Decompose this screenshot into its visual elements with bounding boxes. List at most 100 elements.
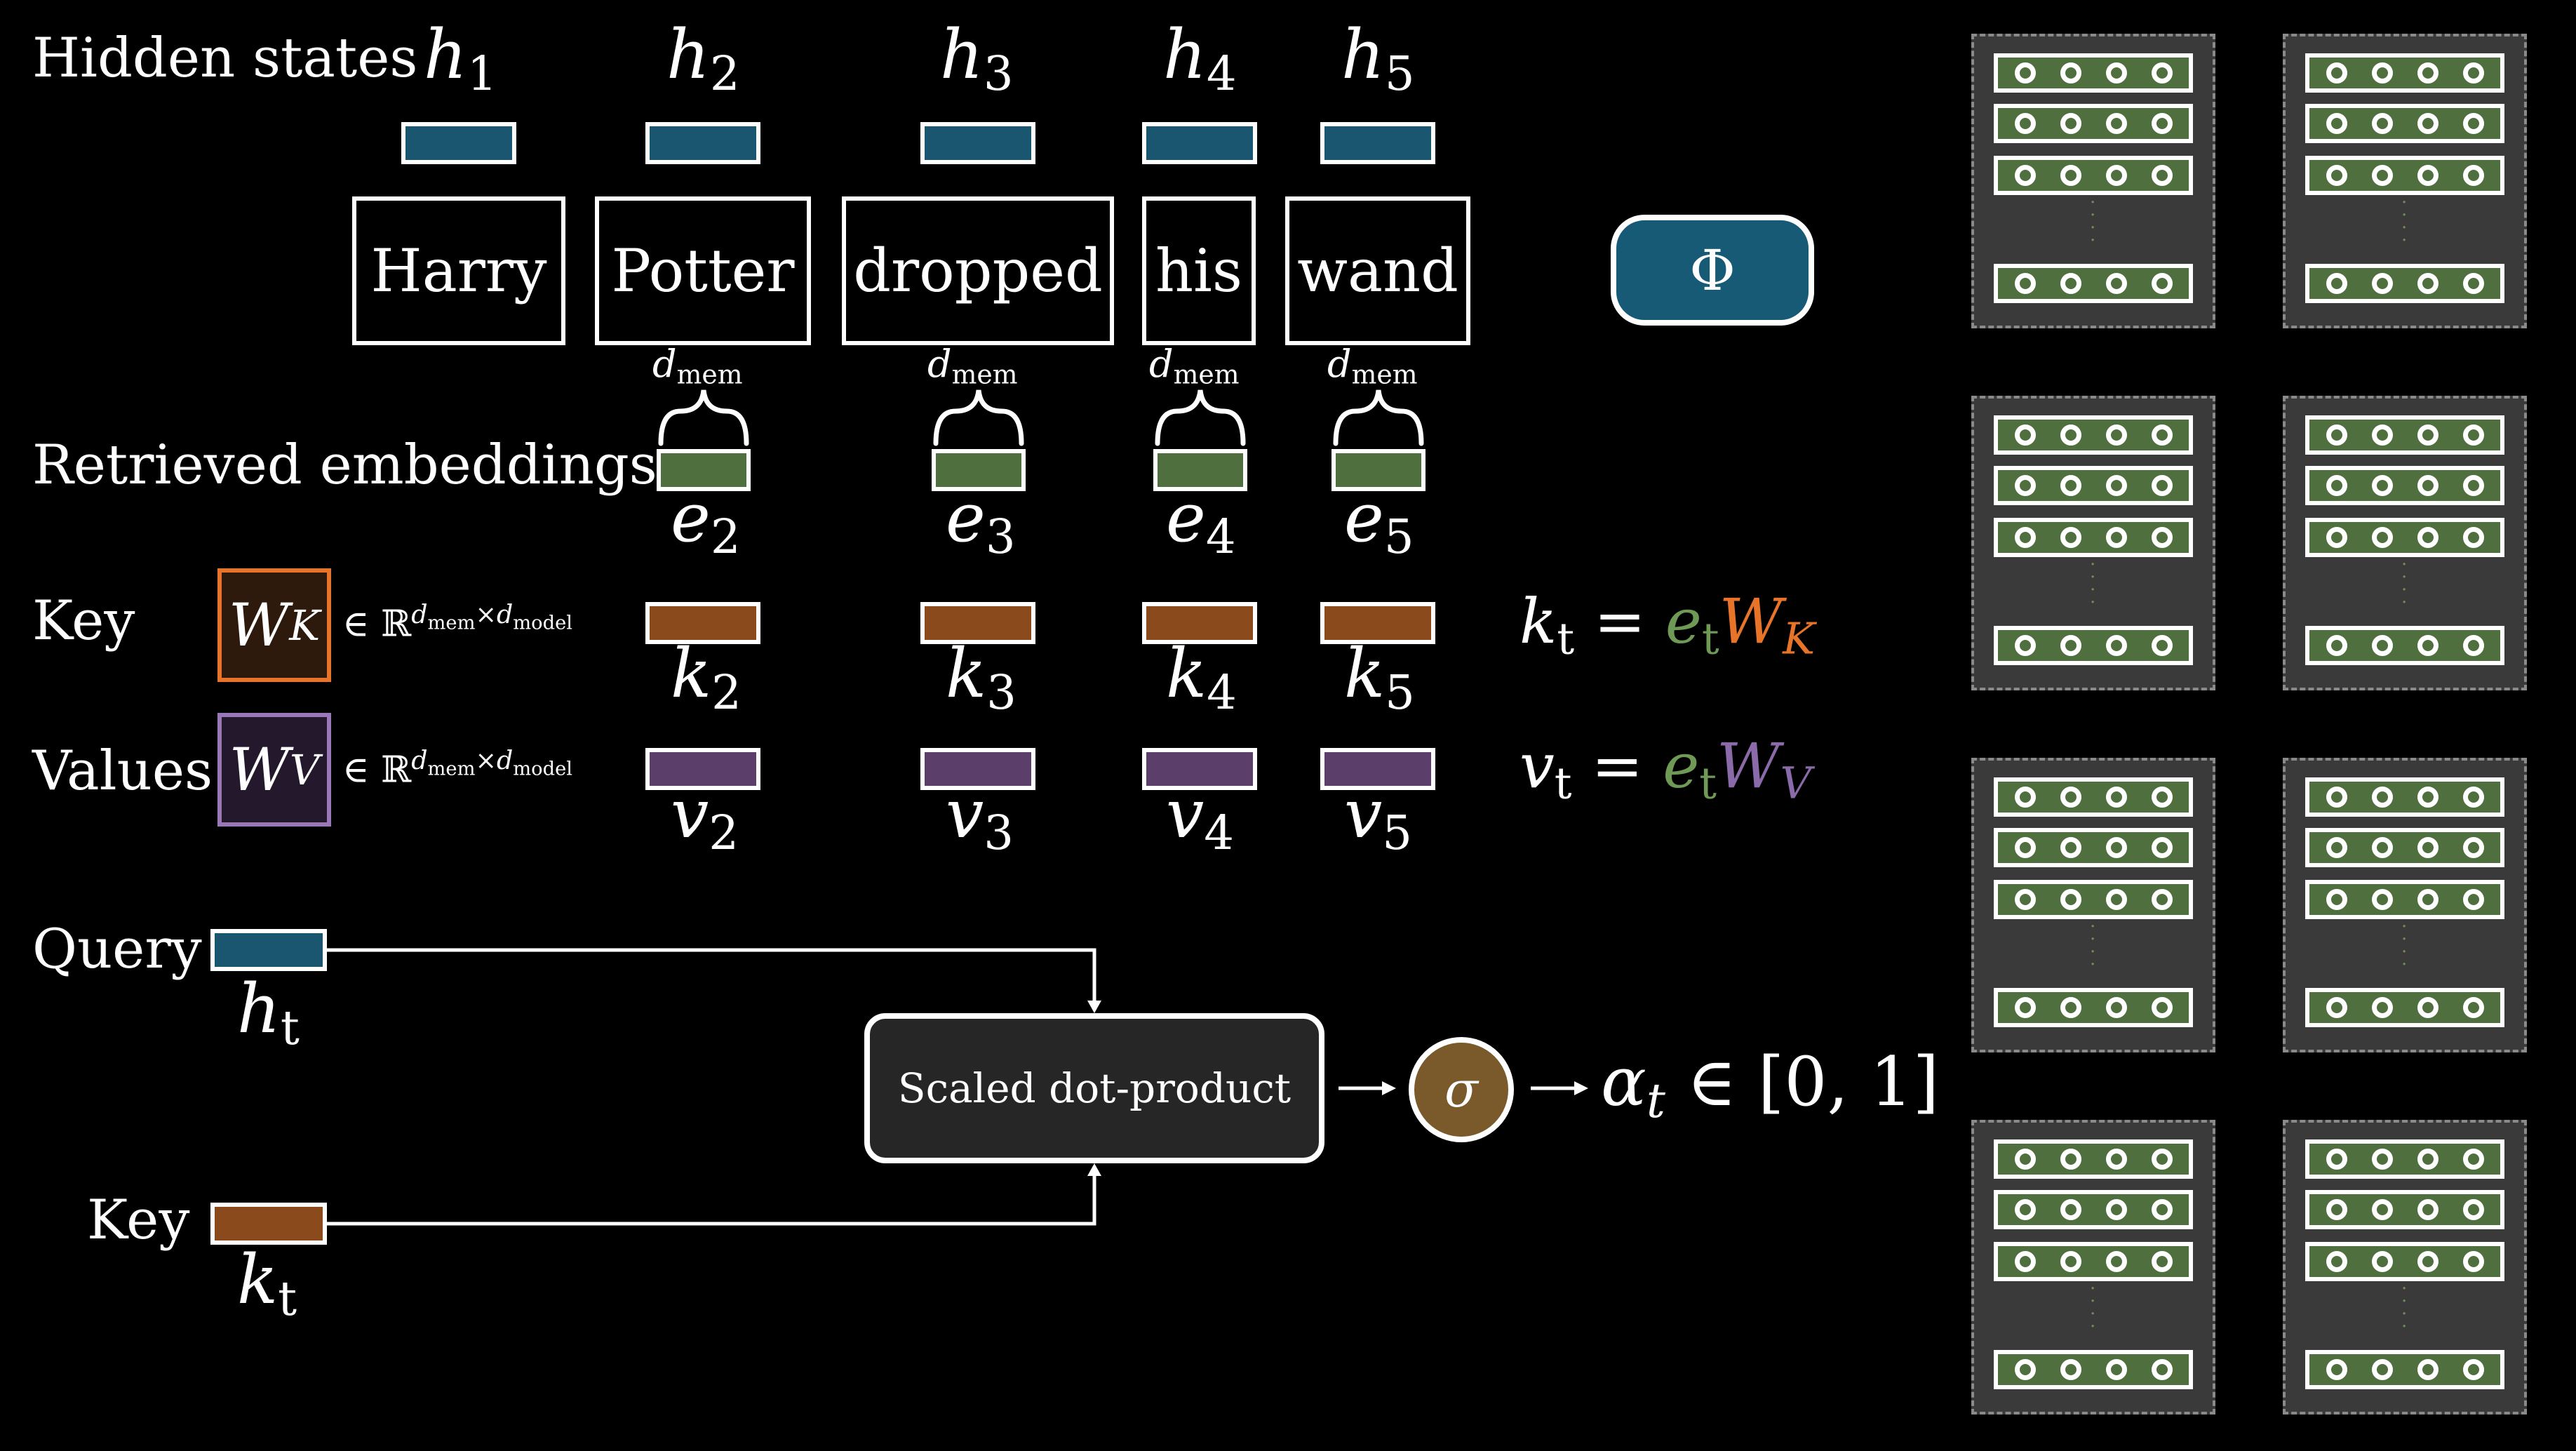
key-bottom-bar bbox=[210, 1203, 327, 1245]
v2-symbol: v2 bbox=[671, 775, 739, 860]
memory-cell-icon bbox=[2417, 787, 2439, 808]
hidden-state-bar-2 bbox=[645, 122, 760, 164]
memory-cell-icon bbox=[2462, 787, 2484, 808]
phi-box: Φ bbox=[1611, 215, 1814, 326]
memory-cell-icon bbox=[2326, 997, 2347, 1018]
k5-symbol: k5 bbox=[1344, 634, 1415, 720]
ht-symbol: ht bbox=[237, 970, 300, 1055]
v4-symbol: v4 bbox=[1166, 775, 1234, 860]
memory-slot bbox=[2305, 1139, 2504, 1179]
key-arrowhead bbox=[1087, 1163, 1101, 1176]
token-harry: Harry bbox=[352, 196, 565, 345]
memory-cell-icon bbox=[2014, 1199, 2036, 1220]
memory-cell-icon bbox=[2417, 837, 2439, 858]
memory-cell-icon bbox=[2060, 837, 2081, 858]
memory-cell-icon bbox=[2326, 113, 2347, 134]
scaled-dot-product-box: Scaled dot-product bbox=[864, 1013, 1324, 1163]
embedding-bar-5 bbox=[1331, 449, 1425, 491]
memory-cell-icon bbox=[2060, 1251, 2081, 1272]
brace-3 bbox=[933, 389, 1024, 446]
e3-symbol: e3 bbox=[946, 479, 1016, 564]
memory-cell-icon bbox=[2462, 165, 2484, 186]
memory-cell-icon bbox=[2417, 273, 2439, 294]
memory-cell-icon bbox=[2417, 475, 2439, 496]
memory-slot bbox=[2305, 156, 2504, 195]
k2-symbol: k2 bbox=[671, 634, 742, 720]
memory-cell-icon bbox=[2326, 527, 2347, 548]
hidden-states-label: Hidden states bbox=[32, 27, 418, 90]
memory-cell-icon bbox=[2326, 1251, 2347, 1272]
memory-cell-icon bbox=[2060, 527, 2081, 548]
memory-cell-icon bbox=[2105, 113, 2127, 134]
memory-cell-icon bbox=[2105, 997, 2127, 1018]
memory-cell-icon bbox=[2105, 837, 2127, 858]
token-potter: Potter bbox=[595, 196, 811, 345]
memory-cell-icon bbox=[2014, 889, 2036, 910]
ellipsis-icon: ···· bbox=[2090, 1278, 2096, 1337]
memory-cell-icon bbox=[2060, 1359, 2081, 1380]
memory-cell-icon bbox=[2151, 787, 2173, 808]
memory-cell-icon bbox=[2014, 273, 2036, 294]
memory-cell-icon bbox=[2371, 997, 2393, 1018]
memory-cell-icon bbox=[2060, 1199, 2081, 1220]
memory-cell-icon bbox=[2326, 273, 2347, 294]
h2-symbol: h2 bbox=[666, 15, 740, 101]
brace-4 bbox=[1155, 389, 1246, 446]
memory-cell-icon bbox=[2151, 1149, 2173, 1170]
memory-cell-icon bbox=[2462, 475, 2484, 496]
embedding-bar-2 bbox=[657, 449, 751, 491]
memory-cell-icon bbox=[2060, 1149, 2081, 1170]
memory-cell-icon bbox=[2151, 273, 2173, 294]
memory-rack-1: ···· bbox=[1971, 34, 2215, 328]
sdp-to-sigma-arrowhead bbox=[1382, 1081, 1396, 1095]
memory-slot bbox=[2305, 1242, 2504, 1281]
memory-slot bbox=[2305, 777, 2504, 817]
value-bar-4 bbox=[1142, 748, 1257, 790]
memory-cell-icon bbox=[2371, 889, 2393, 910]
memory-cell-icon bbox=[2326, 1149, 2347, 1170]
memory-cell-icon bbox=[2462, 837, 2484, 858]
memory-cell-icon bbox=[2151, 837, 2173, 858]
memory-cell-icon bbox=[2326, 424, 2347, 446]
memory-rack-6: ···· bbox=[2283, 758, 2527, 1052]
memory-cell-icon bbox=[2462, 1149, 2484, 1170]
memory-cell-icon bbox=[2417, 889, 2439, 910]
memory-cell-icon bbox=[2105, 1359, 2127, 1380]
memory-cell-icon bbox=[2014, 997, 2036, 1018]
memory-cell-icon bbox=[2417, 635, 2439, 656]
e5-symbol: e5 bbox=[1344, 479, 1414, 564]
query-arrowhead bbox=[1087, 1001, 1101, 1013]
memory-cell-icon bbox=[2462, 424, 2484, 446]
memory-slot bbox=[2305, 53, 2504, 93]
memory-slot bbox=[2305, 988, 2504, 1027]
memory-cell-icon bbox=[2105, 635, 2127, 656]
ellipsis-icon: ···· bbox=[2401, 916, 2408, 975]
memory-cell-icon bbox=[2060, 62, 2081, 83]
memory-cell-icon bbox=[2151, 997, 2173, 1018]
dmem-label-4: dmem bbox=[1149, 342, 1240, 390]
memory-slot bbox=[1994, 626, 2193, 665]
memory-cell-icon bbox=[2371, 165, 2393, 186]
value-bar-2 bbox=[645, 748, 760, 790]
k4-symbol: k4 bbox=[1166, 634, 1237, 720]
memory-cell-icon bbox=[2371, 113, 2393, 134]
memory-slot bbox=[2305, 1190, 2504, 1229]
memory-cell-icon bbox=[2326, 62, 2347, 83]
key-row-label: Key bbox=[32, 589, 135, 653]
memory-cell-icon bbox=[2014, 527, 2036, 548]
key-equation: kt = etWK bbox=[1520, 585, 1816, 664]
memory-cell-icon bbox=[2371, 787, 2393, 808]
memory-slot bbox=[1994, 1242, 2193, 1281]
memory-cell-icon bbox=[2151, 889, 2173, 910]
memory-cell-icon bbox=[2462, 635, 2484, 656]
sigma-to-alpha-arrowhead bbox=[1574, 1081, 1588, 1095]
memory-rack-3: ···· bbox=[1971, 396, 2215, 690]
memory-cell-icon bbox=[2326, 475, 2347, 496]
memory-cell-icon bbox=[2151, 1359, 2173, 1380]
ellipsis-icon: ···· bbox=[2090, 916, 2096, 975]
dmem-label-2: dmem bbox=[652, 342, 743, 390]
wv-space: ∈ ℝdmem×dmodel bbox=[342, 745, 572, 791]
memory-cell-icon bbox=[2014, 635, 2036, 656]
memory-slot bbox=[1994, 1190, 2193, 1229]
